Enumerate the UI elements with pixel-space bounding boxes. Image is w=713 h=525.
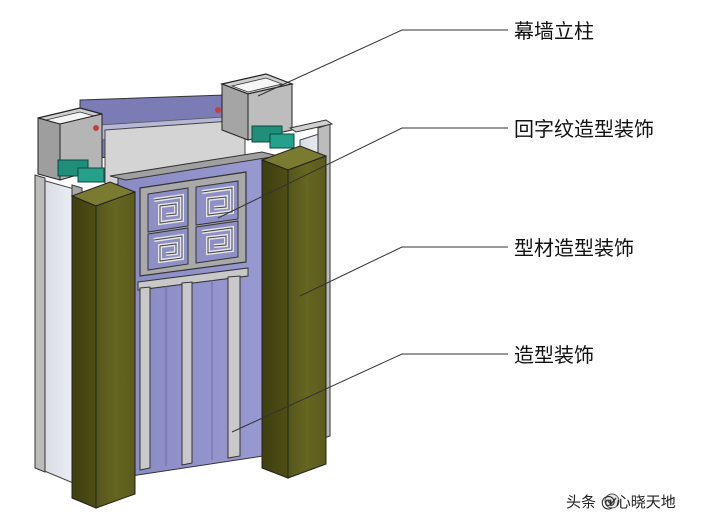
right-column-front — [261, 159, 289, 479]
left-bracket-2 — [77, 167, 105, 183]
fret-pattern-decoration — [139, 171, 247, 277]
left-decorative-column — [70, 181, 137, 509]
right-mullion-front — [221, 83, 249, 141]
fret-cell-bottom-right — [195, 220, 239, 264]
right-decorative-column — [260, 145, 328, 479]
leader-lines — [217, 29, 508, 433]
left-column-side — [95, 191, 136, 509]
right-mullion-inner — [230, 77, 284, 93]
left-bolt — [93, 125, 99, 131]
watermark-text: 头条 @心晓天地 — [566, 493, 676, 511]
right-column-side — [287, 155, 327, 479]
leader-profile-decoration — [299, 246, 508, 297]
leader-curtain-wall-mullion — [257, 29, 508, 97]
profile-strips — [137, 267, 249, 471]
fret-cell-top-left — [147, 187, 189, 233]
profile-strip-2 — [181, 281, 193, 466]
callout-labels: 幕墙立柱 回字纹造型装饰 型材造型装饰 造型装饰 — [514, 19, 654, 367]
watermark: 头条 @心晓天地 — [560, 488, 708, 514]
toutiao-logo-icon — [604, 493, 620, 509]
label-shaped-decoration: 造型装饰 — [514, 343, 594, 367]
fret-cell-bottom-left — [147, 227, 189, 271]
watermark-bg — [560, 488, 708, 514]
leader-fret-pattern — [217, 127, 508, 219]
leader-shaped-decoration — [231, 353, 508, 433]
label-profile-decoration: 型材造型装饰 — [514, 236, 634, 260]
fret-cell-top-right — [195, 180, 239, 226]
profile-strip-3 — [227, 275, 241, 459]
right-frame-top — [288, 119, 334, 133]
left-column-front — [71, 195, 97, 509]
right-bolt — [215, 107, 221, 113]
label-curtain-wall-mullion: 幕墙立柱 — [514, 19, 594, 43]
left-outer-frame — [34, 174, 46, 473]
right-bracket-2 — [269, 133, 295, 149]
left-mullion-front — [37, 117, 61, 181]
label-fret-pattern-decoration: 回字纹造型装饰 — [514, 117, 654, 141]
connector-brackets — [57, 107, 295, 183]
profile-strip-top-bar — [137, 267, 249, 291]
profile-strip-1 — [139, 286, 151, 471]
